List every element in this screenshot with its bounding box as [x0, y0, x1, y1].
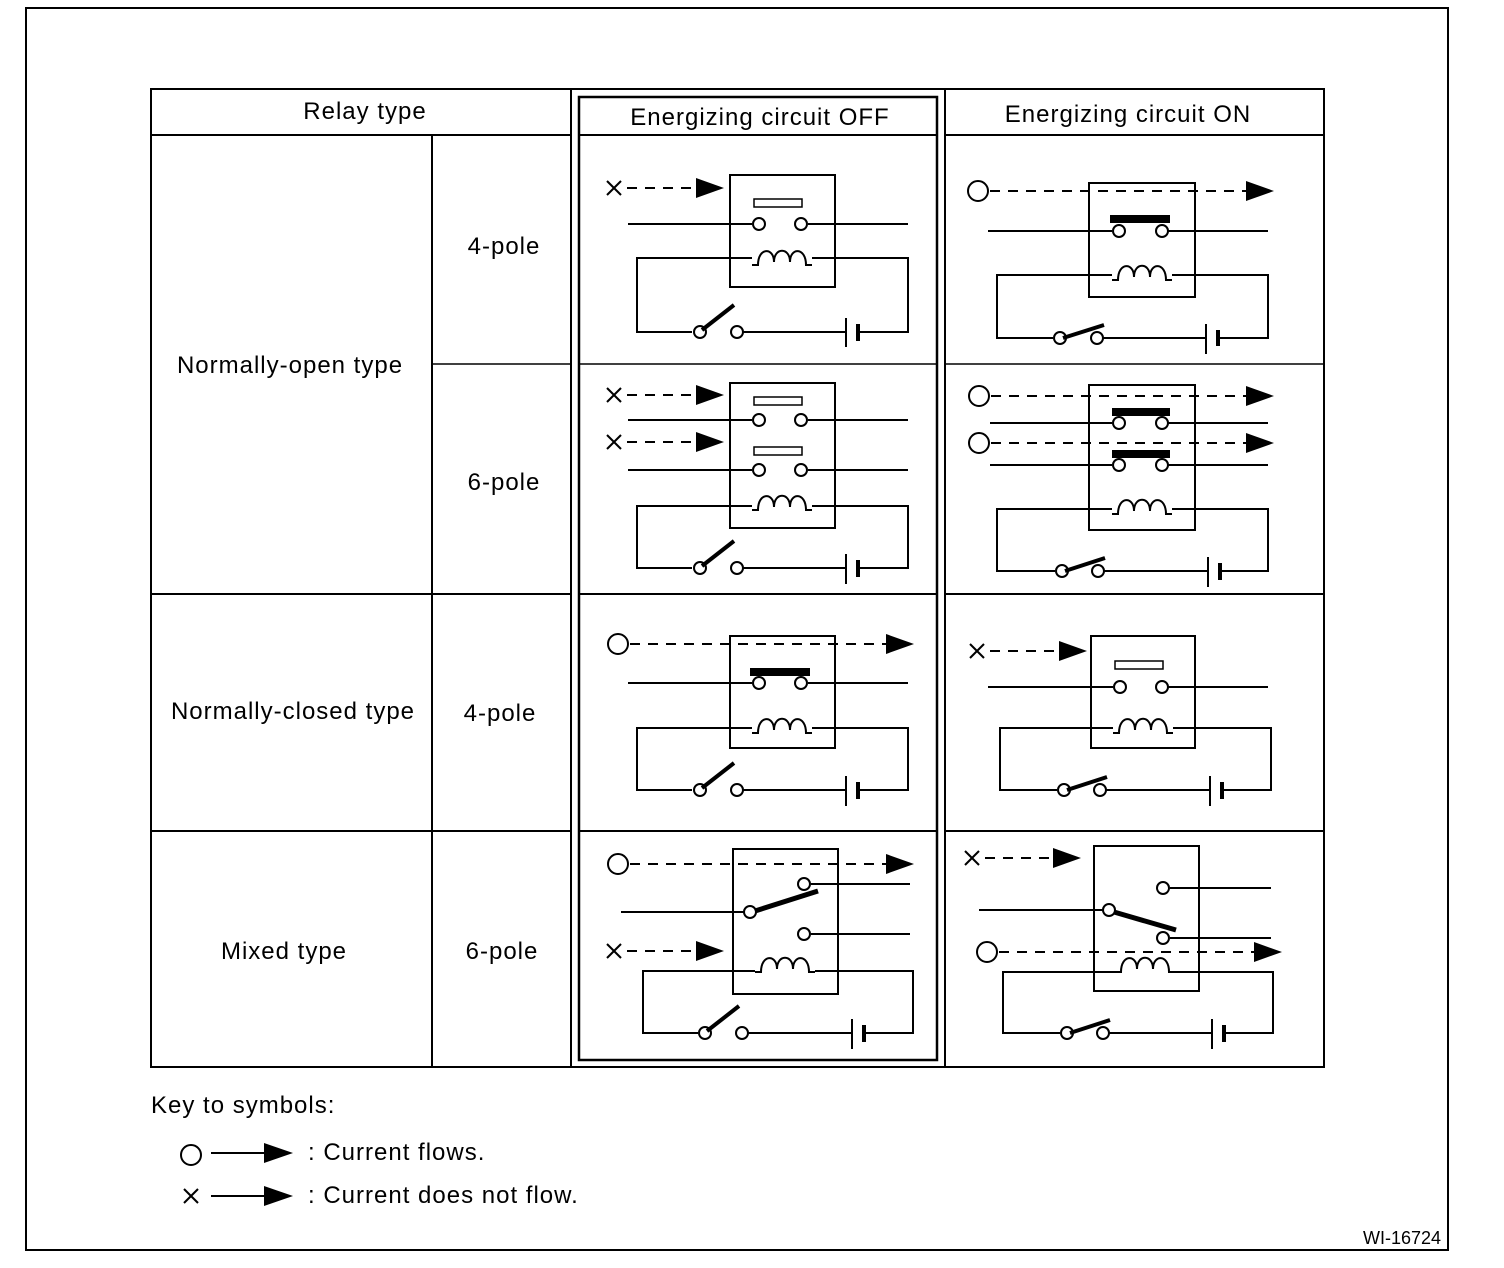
arrow-icon: [886, 854, 914, 874]
key-current-not-flows: [183, 1186, 293, 1206]
arrow-icon: [1246, 386, 1274, 406]
arrow-icon: [264, 1186, 293, 1206]
circuit-no4-off: [606, 174, 909, 347]
table-grid: [150, 88, 1325, 1068]
row-label-normally-open: Normally-open type: [177, 352, 403, 379]
circle-icon: [607, 633, 629, 655]
circuit-nc4-on: [969, 635, 1272, 806]
key-not-flows-label: : Current does not flow.: [308, 1182, 579, 1209]
cross-icon: [606, 180, 622, 196]
circle-icon: [968, 385, 990, 407]
pole-label-mixed-6: 6-pole: [466, 938, 539, 965]
arrow-icon: [1053, 848, 1081, 868]
cross-icon: [606, 434, 622, 450]
arrow-icon: [264, 1143, 293, 1163]
circuit-mixed6-on: [964, 845, 1282, 1049]
circuit-no4-on: [967, 180, 1274, 354]
diagram-frame: [25, 7, 1449, 1251]
circle-icon: [968, 432, 990, 454]
arrow-icon: [1059, 641, 1087, 661]
row-label-normally-closed: Normally-closed type: [171, 698, 415, 725]
row-label-mixed: Mixed type: [221, 938, 347, 965]
header-energizing-off: Energizing circuit OFF: [630, 104, 889, 131]
key-current-flows: [180, 1143, 293, 1166]
circuit-mixed6-off: [606, 848, 914, 1049]
circle-icon: [967, 180, 989, 202]
arrow-icon: [696, 385, 724, 405]
circle-icon: [976, 941, 998, 963]
cross-icon: [606, 943, 622, 959]
cross-icon: [964, 850, 980, 866]
arrow-icon: [696, 941, 724, 961]
arrow-icon: [1246, 181, 1274, 201]
pole-label-nc-4: 4-pole: [464, 700, 537, 727]
circle-icon: [180, 1144, 202, 1166]
arrow-icon: [696, 178, 724, 198]
arrow-icon: [1254, 942, 1282, 962]
circuit-no6-on: [968, 384, 1274, 587]
arrow-icon: [1246, 433, 1274, 453]
cross-icon: [969, 643, 985, 659]
pole-label-no-6: 6-pole: [468, 469, 541, 496]
pole-label-no-4: 4-pole: [468, 233, 541, 260]
key-flows-label: : Current flows.: [308, 1139, 485, 1166]
circuit-no6-off: [606, 382, 909, 584]
header-energizing-on: Energizing circuit ON: [1005, 101, 1251, 128]
arrow-icon: [886, 634, 914, 654]
circle-icon: [607, 853, 629, 875]
header-relay-type: Relay type: [303, 98, 426, 125]
arrow-icon: [696, 432, 724, 452]
figure-id: WI-16724: [1363, 1228, 1441, 1248]
cross-icon: [606, 387, 622, 403]
circuit-nc4-off: [607, 633, 914, 806]
cross-icon: [183, 1188, 199, 1204]
key-title: Key to symbols:: [151, 1092, 335, 1119]
